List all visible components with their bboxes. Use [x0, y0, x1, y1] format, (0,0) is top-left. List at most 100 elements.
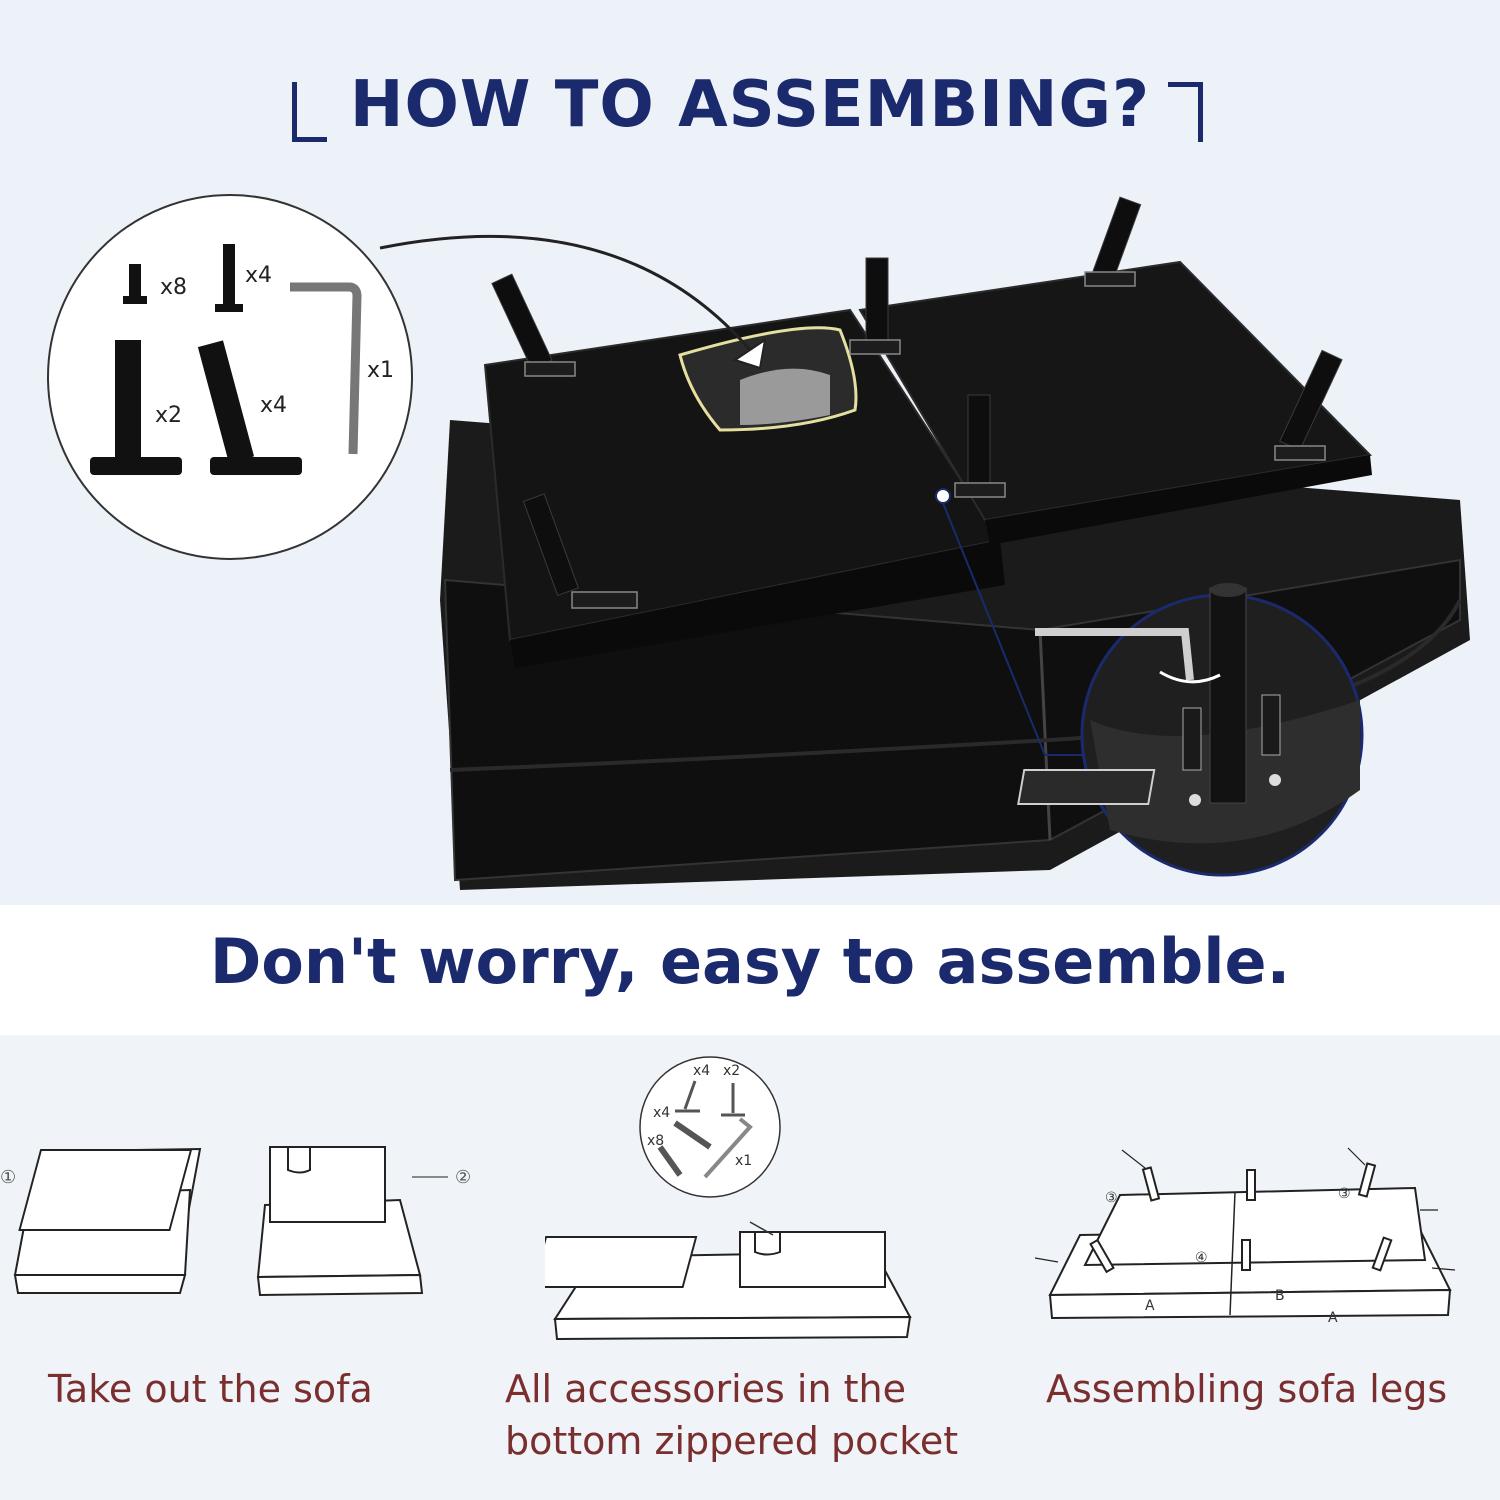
leg-straight-plate-icon — [90, 457, 182, 475]
zoom-connector — [942, 502, 1090, 756]
title-bracket-right — [1168, 82, 1203, 142]
leg-5 — [967, 394, 991, 491]
leg-medium-icon — [223, 244, 235, 304]
step-2-parts-circle — [639, 1056, 781, 1198]
step-2-part-a: x4 — [693, 1063, 710, 1079]
step-2-caption-line-1: All accessories in the — [505, 1367, 907, 1411]
leg-short-icon — [129, 264, 141, 299]
step-3-arrow-4 — [1121, 1149, 1146, 1169]
leg-angled-qty: x4 — [260, 393, 287, 418]
slogan-band — [0, 905, 1500, 1035]
title-bracket-left — [292, 82, 327, 142]
leg-angled-icon — [197, 340, 255, 464]
step-1-marker-2: ② — [455, 1167, 471, 1188]
step-3-leg-1 — [1141, 1166, 1161, 1202]
leg-plate-5 — [954, 482, 1006, 498]
step-1-sofa-left-top — [18, 1149, 193, 1231]
step-3-leg-3 — [1357, 1162, 1377, 1198]
zoom-leg — [1209, 587, 1247, 804]
step-2-leg-icon — [675, 1080, 700, 1113]
step-3-arrow-5 — [1347, 1147, 1366, 1166]
leg-plates — [524, 271, 1326, 609]
step-2-sofa-bottom — [553, 1315, 912, 1341]
step-3-illustration: A A B ③ ③ ④ — [1034, 1147, 1456, 1326]
leg-6 — [522, 493, 580, 597]
zoom-hex-key — [1035, 628, 1194, 681]
step-3-label-b: B — [1275, 1288, 1285, 1304]
leg-plate-1 — [524, 361, 576, 377]
callout-arrow — [379, 234, 752, 351]
step-2-screw-icon — [657, 1120, 712, 1177]
sofa-base-left-edge — [510, 540, 1005, 668]
hex-key-icon — [290, 282, 362, 455]
step-1-marker-1: ① — [0, 1167, 16, 1188]
leg-angled-plate-icon — [210, 457, 302, 475]
step-3-leg-6 — [1371, 1236, 1393, 1272]
top-section: HOW TO ASSEMBING? — [47, 68, 1470, 890]
leg-plate-4 — [1274, 445, 1326, 461]
step-2-hex-key-icon — [703, 1117, 753, 1179]
zoom-plate — [1017, 769, 1156, 805]
leg-straight-qty: x2 — [155, 403, 182, 428]
step-1-sofa-left-bottom — [13, 1274, 187, 1294]
callout-arrow-head — [732, 337, 767, 370]
sofa-cushion-edge — [449, 599, 1462, 772]
step-3-marker-4: ④ — [1195, 1250, 1208, 1266]
zoom-screw-hole-2 — [1269, 774, 1281, 786]
step-2-caption-line-2: bottom zippered pocket — [505, 1419, 959, 1463]
step-2-part-c: x4 — [653, 1105, 670, 1121]
zoom-marker — [935, 488, 951, 504]
step-3-leg-4 — [1089, 1238, 1115, 1274]
step-2-part-d: x8 — [647, 1133, 664, 1149]
step-3-legs — [1089, 1162, 1393, 1274]
step-2-straight-leg-icon — [721, 1083, 745, 1117]
step-3-marker-3-right: ③ — [1338, 1186, 1351, 1202]
leg-1 — [491, 273, 553, 371]
page-title: HOW TO ASSEMBING? — [349, 68, 1151, 142]
step-3-leg-2 — [1246, 1169, 1256, 1201]
pocket-contents — [740, 368, 830, 425]
hex-key-qty: x1 — [367, 358, 394, 383]
step-2-part-b: x2 — [723, 1063, 740, 1079]
zoom-screw-1 — [1182, 707, 1202, 771]
step-3-leg-5 — [1241, 1239, 1251, 1271]
step-1-caption: Take out the sofa — [48, 1367, 373, 1411]
leg-straight-icon — [115, 340, 141, 462]
leg-2 — [865, 257, 889, 349]
step-2-arrow — [749, 1221, 774, 1236]
step-1-pocket — [287, 1146, 311, 1174]
step-2-pocket — [754, 1231, 781, 1256]
leg-medium-qty: x4 — [245, 263, 272, 288]
sofa-base-right-edge — [985, 455, 1372, 545]
step-3-marker-3-left: ③ — [1105, 1190, 1118, 1206]
step-3-label-a-left: A — [1145, 1298, 1155, 1314]
leg-short-base-icon — [123, 296, 147, 304]
steps-section: ① ② Take out the sofa x4 x2 x4 x8 x1 — [0, 1035, 1500, 1500]
zoom-screw-hole-1 — [1189, 794, 1201, 806]
leg-medium-base-icon — [215, 304, 243, 312]
step-3-arrow-3 — [1431, 1267, 1456, 1271]
leg-plate-3 — [1084, 271, 1136, 287]
step-2-part-e: x1 — [735, 1153, 752, 1169]
step-3-sofa-seam — [1229, 1191, 1236, 1316]
step-3-label-a-right: A — [1328, 1310, 1338, 1326]
step-3-arrows — [1034, 1147, 1456, 1271]
sofa-illustration — [379, 196, 1470, 890]
sofa-legs — [491, 196, 1343, 597]
zoom-leg-top — [1210, 583, 1246, 597]
step-1-illustration: ① ② — [0, 1146, 471, 1297]
rotate-arrow-icon — [1159, 670, 1221, 684]
step-1-sofa-right-bottom — [256, 1273, 424, 1297]
step-3-sofa-bottom — [1048, 1288, 1452, 1320]
step-3-arrow-1 — [1034, 1257, 1059, 1263]
parts-callout: x8 x4 x2 x4 x1 — [47, 194, 413, 560]
leg-plate-2 — [849, 339, 901, 355]
leg-short-qty: x8 — [160, 275, 187, 300]
step-2-illustration: x4 x2 x4 x8 x1 — [545, 1056, 912, 1341]
slogan: Don't worry, easy to assemble. — [209, 925, 1291, 998]
step-2-sofa-top-left — [545, 1236, 698, 1288]
step-3-caption: Assembling sofa legs — [1046, 1367, 1448, 1411]
leg-plate-6 — [571, 591, 638, 609]
zoom-screw-2 — [1261, 694, 1281, 756]
